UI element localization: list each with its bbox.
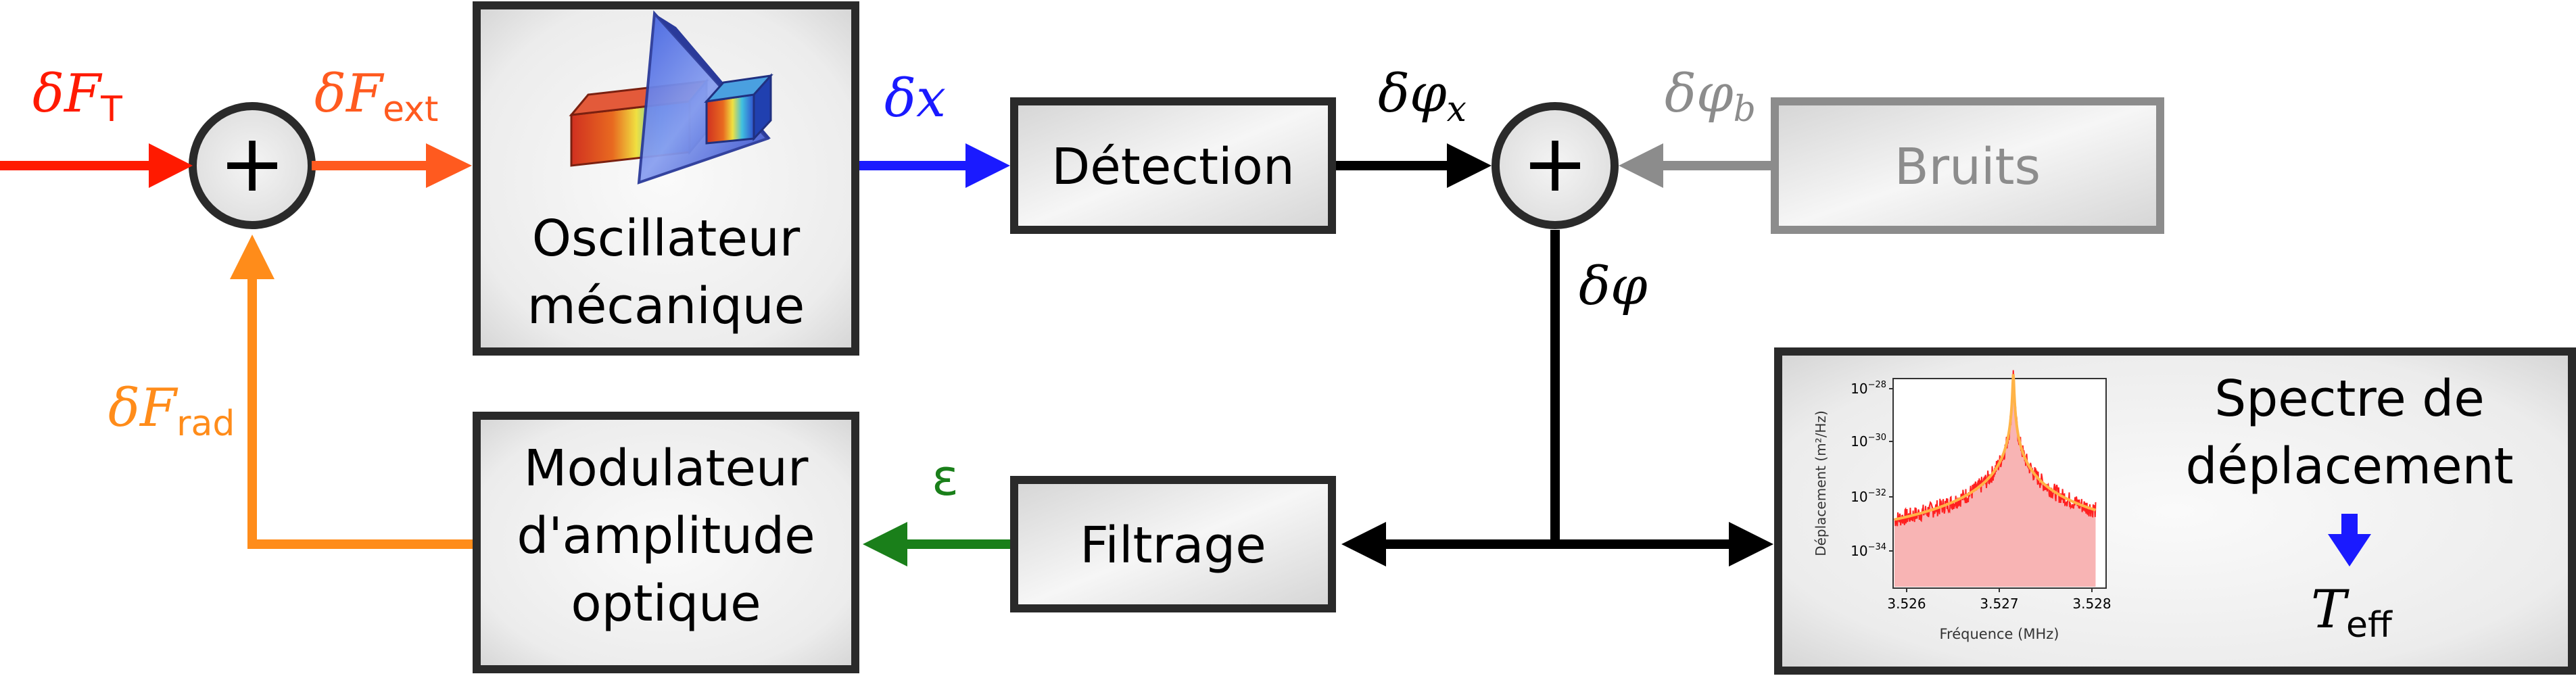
oscillator-label-line1: Oscillateur: [532, 210, 801, 268]
summing-junction-phase: +: [1492, 102, 1619, 229]
arrow-eps: [863, 522, 1010, 566]
noise-block: Bruits: [1771, 97, 2164, 234]
plus-icon: +: [219, 116, 286, 210]
label-dFT: δFT: [32, 64, 122, 130]
inset-spectrum-area: [1894, 370, 2096, 587]
summing-junction-force: +: [189, 102, 316, 229]
label-dphi: δφ: [1579, 256, 1648, 317]
inset-x-tick-label: 3.526: [1887, 596, 1926, 612]
inset-spectrum-measured-line: [1894, 370, 2097, 527]
arrow-dFext: [312, 143, 472, 188]
detection-block: Détection: [1010, 97, 1336, 234]
detection-label: Détection: [1051, 138, 1295, 196]
spectrum-inset-plot: 10−28 10−30 10−32 10−34 3.526 3.527 3.52…: [1813, 370, 2112, 642]
label-dx: δx: [884, 68, 946, 129]
inset-y-tick-label: 10−34: [1851, 542, 1886, 559]
inset-x-tick-label: 3.528: [2072, 596, 2111, 612]
filter-label: Filtrage: [1080, 516, 1266, 575]
down-arrow-icon: [2328, 514, 2371, 566]
arrow-dphib: [1619, 143, 1771, 188]
inset-y-tick-label: 10−28: [1851, 380, 1886, 397]
spectrum-label-line2: déplacement: [2185, 437, 2513, 496]
label-dFrad: δFrad: [108, 378, 235, 444]
inset-y-tick-label: 10−32: [1851, 488, 1886, 505]
teff-output-symbol: Teff: [2311, 579, 2393, 646]
inset-x-axis-label: Fréquence (MHz): [1940, 626, 2059, 642]
arrow-dFrad: [230, 235, 473, 549]
label-dFext: δFext: [314, 64, 438, 130]
arrow-dphi-split: [1341, 230, 1773, 566]
inset-x-ticks: 3.526 3.527 3.528: [1887, 588, 2112, 612]
inset-spectrum-fit-line: [1894, 374, 2097, 521]
inset-y-axis-label: Déplacement (m²/Hz): [1813, 410, 1829, 556]
label-eps: ε: [932, 449, 959, 507]
oscillator-block: Oscillateur mécanique: [473, 1, 859, 356]
inset-x-tick-label: 3.527: [1980, 596, 2018, 612]
plus-icon: +: [1522, 116, 1589, 210]
spectrum-label-line1: Spectre de: [2214, 370, 2485, 428]
modulator-label-line3: optique: [571, 575, 761, 633]
label-dphib: δφb: [1665, 64, 1756, 130]
label-dphix: δφx: [1378, 64, 1466, 130]
resonator-illustration: [569, 10, 773, 185]
modulator-label-line2: d'amplitude: [517, 507, 815, 565]
inset-y-ticks: 10−28 10−30 10−32 10−34: [1851, 380, 1893, 559]
arrow-dFT: [0, 143, 193, 188]
modulator-block: Modulateur d'amplitude optique: [473, 412, 859, 673]
modulator-label-line1: Modulateur: [524, 439, 809, 498]
inset-y-tick-label: 10−30: [1851, 433, 1886, 450]
arrow-dx: [859, 143, 1010, 188]
arrow-dphix: [1336, 143, 1492, 188]
oscillator-label-line2: mécanique: [527, 277, 805, 335]
filter-block: Filtrage: [1010, 476, 1336, 612]
noise-label: Bruits: [1894, 138, 2041, 196]
